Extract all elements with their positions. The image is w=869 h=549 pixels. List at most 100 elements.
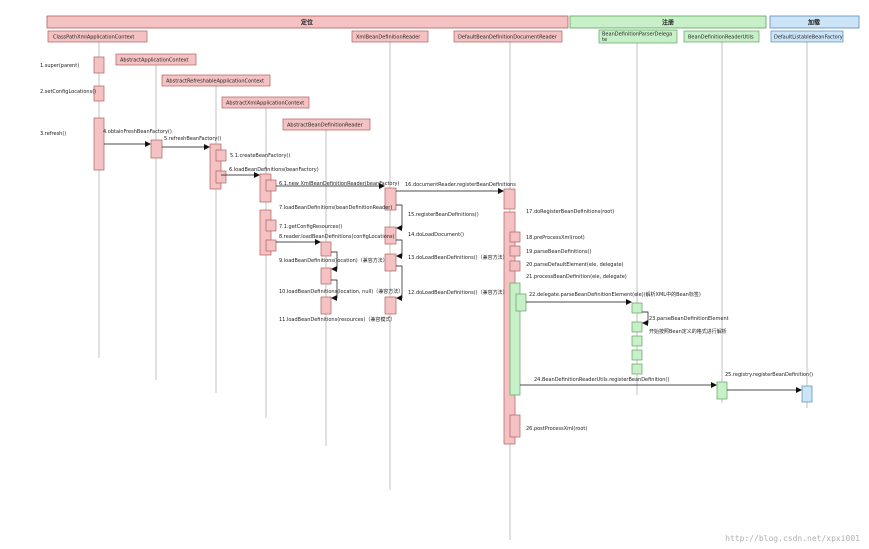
activation-bar (716, 381, 728, 400)
watermark: http://blog.csdn.net/xpxi001 (725, 534, 860, 543)
phase-headers: 定位 注册 加载 (46, 15, 860, 29)
activation-bar (631, 335, 643, 347)
message-label: 17.doRegisterBeanDefinitions(root) (526, 209, 614, 215)
activation-bar (631, 321, 643, 333)
participant-label: AbstractBeanDefinitionReader (287, 123, 364, 129)
activation-bar (509, 260, 521, 272)
participant-label: AbstractXmlApplicationContext (226, 101, 304, 107)
participant-label: AbstractRefreshableApplicationContext (166, 79, 264, 85)
activation-bar (509, 245, 521, 257)
activation-bar (384, 187, 397, 211)
message-label: 25.registry.registerBeanDefinition() (725, 372, 813, 378)
participant-box (598, 29, 678, 44)
participant-label: BeanDefinitionReaderUtils (688, 35, 754, 41)
message-label: 7.loadBeanDefinitions(beanDefinitionRead… (279, 205, 392, 211)
message-label: 15.registerBeanDefinitions() (408, 212, 479, 218)
participant-box (161, 74, 271, 87)
phase-bar-load (769, 15, 860, 29)
self-call-arrow (331, 251, 338, 272)
participant-box (282, 118, 371, 131)
message-label: 21.processBeanDefinition(ele, delegate) (526, 274, 627, 280)
message-label: 13.doLoadBeanDefinitions()（兼容方法） (408, 254, 508, 261)
activation-bar (509, 282, 521, 396)
participant-default-document-reader: DefaultBeanDefinitionDocumentReader (453, 30, 563, 43)
participant-label: ClassPathXmlApplicationContext (53, 35, 134, 41)
participant-box (115, 53, 197, 66)
participant-label: DefaultListableBeanFactory (774, 35, 843, 41)
message-labels: 1.super(parent) 2.setConfigLocations() 3… (40, 63, 813, 432)
message-label: 10.loadBeanDefinitions(location, null)（兼… (279, 288, 403, 295)
self-call-arrow (642, 311, 649, 326)
activation-bar (384, 296, 397, 315)
participant-abstract-refreshable-context: AbstractRefreshableApplicationContext (161, 74, 271, 87)
phase-label-register: 注册 (662, 19, 674, 27)
activation-bar (320, 267, 332, 285)
message-label: 6.loadBeanDefinitions(beanFactory) (229, 167, 319, 173)
activation-bar (509, 231, 521, 243)
phase-bar-locate (46, 15, 569, 29)
participant-default-listable-bean-factory: DefaultListableBeanFactory (770, 30, 844, 43)
message-label: 14.doLoadDocument() (408, 232, 464, 238)
participant-box (683, 30, 760, 43)
participant-label: DefaultBeanDefinitionDocumentReader (458, 35, 558, 41)
activation-bar (209, 143, 222, 190)
participant-label: AbstractApplicationContext (120, 58, 189, 64)
message-label: 24.BeanDefinitionReaderUtils.registerBea… (534, 377, 669, 383)
participant-reader-utils: BeanDefinitionReaderUtils (683, 30, 760, 43)
activation-bar (265, 179, 277, 192)
activation-bar (509, 414, 521, 438)
message-label: 5.refreshBeanFactory() (164, 136, 221, 142)
message-label: 22.delegate.parseBeanDefinitionElement(e… (529, 291, 701, 298)
message-label: 8.reader.loadBeanDefinitions(configLocat… (279, 234, 395, 240)
message-label: 开始按照Bean定义的格式进行解析 (649, 328, 727, 335)
participant-classpath-xml-context: ClassPathXmlApplicationContext (47, 30, 148, 43)
message-label: 23.parseBeanDefinitionElement (649, 316, 729, 322)
message-label: 2.setConfigLocations() (40, 89, 96, 95)
activation-bar (93, 56, 105, 74)
phase-label-load: 加载 (807, 19, 820, 27)
message-label: 4.obtainFreshBeanFactory() (103, 129, 172, 135)
activation-bar (384, 253, 397, 272)
participant-abstract-xml-context: AbstractXmlApplicationContext (221, 96, 310, 109)
participant-box (221, 96, 310, 109)
message-label: 19.parseBeanDefinitions() (526, 249, 591, 255)
activation-bar (93, 85, 105, 102)
phase-bar-register (569, 15, 767, 29)
message-label: 26.postProcessXml(root) (526, 426, 587, 432)
activation-bar (631, 363, 643, 375)
message-label: 3.refresh() (40, 131, 66, 137)
message-label: 5.1.createBeanFactory() (230, 153, 290, 159)
activation-bar (631, 349, 643, 361)
participant-xml-bean-definition-reader: XmlBeanDefinitionReader (351, 30, 429, 43)
participant-label: te (602, 37, 607, 43)
activation-bar (215, 170, 227, 184)
message-label: 12.doLoadBeanDefinitions()（兼容方法） (408, 289, 508, 296)
message-arrows (104, 141, 802, 393)
activation-bar (320, 296, 332, 315)
lifelines (98, 42, 808, 540)
message-label: 20.parseDefaultElement(ele, delegate) (526, 262, 624, 268)
activation-bar (384, 226, 397, 245)
message-label: 16.documentReader.registerBeanDefinition… (405, 182, 516, 188)
activation-bar (259, 209, 272, 256)
self-call-arrow (396, 265, 403, 301)
phase-label-locate: 定位 (300, 19, 313, 27)
activation-bar (265, 219, 277, 232)
message-label: 6.1.new XmlBeanDefinitionReader(beanFact… (279, 181, 399, 187)
participants: ClassPathXmlApplicationContext AbstractA… (47, 29, 844, 131)
message-label: 18.preProcessXml(root) (526, 235, 585, 241)
activation-bar (265, 239, 277, 252)
activation-bar (515, 293, 527, 312)
message-label: 1.super(parent) (40, 63, 79, 69)
participant-label: BeanDefinitionParserDelega (602, 32, 672, 38)
message-label: 7.1.getConfigResources() (279, 224, 342, 230)
participant-box (453, 30, 563, 43)
activation-bar (503, 188, 516, 210)
message-label: 11.loadBeanDefinitions(resources)（兼容模式） (279, 316, 395, 323)
activation-bar (93, 117, 105, 171)
activation-bar (320, 241, 332, 257)
self-call-arrow (396, 204, 403, 231)
activation-bar (150, 139, 163, 159)
message-label: 9.loadBeanDefinitions(location)（兼容方法） (279, 257, 388, 264)
